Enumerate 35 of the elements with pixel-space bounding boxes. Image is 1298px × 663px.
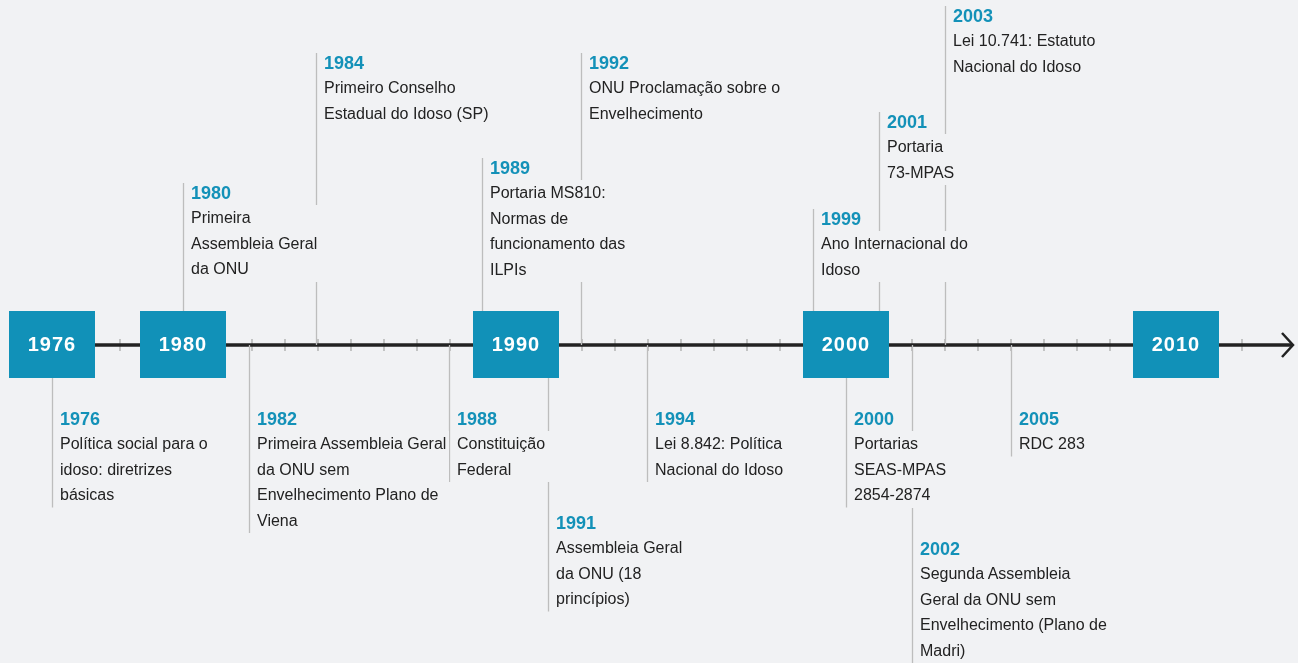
timeline-line: [226, 343, 473, 347]
event-year: 2005: [1019, 408, 1061, 431]
event-year: 1992: [589, 52, 631, 75]
event-year: 1984: [324, 52, 366, 75]
leader-line: [248, 344, 251, 534]
event-year: 2000: [854, 408, 896, 431]
event-description: Ano Internacional do Idoso: [821, 231, 968, 282]
leader-line: [845, 377, 848, 509]
year-box: 2010: [1133, 311, 1219, 378]
event-year: 1988: [457, 408, 499, 431]
timeline-line: [889, 343, 1133, 347]
event-year: 1999: [821, 208, 863, 231]
event-year: 1991: [556, 512, 598, 535]
event-year: 1989: [490, 157, 532, 180]
event-year: 1994: [655, 408, 697, 431]
timeline-arrow: [1219, 331, 1295, 359]
timeline-line: [95, 343, 140, 347]
timeline-line: [559, 343, 803, 347]
event-year: 1980: [191, 182, 233, 205]
event-year: 2001: [887, 111, 929, 134]
year-box: 1990: [473, 311, 559, 378]
leader-line: [646, 344, 649, 483]
year-box: 1980: [140, 311, 226, 378]
leader-line: [812, 208, 815, 312]
event-year: 2003: [953, 5, 995, 28]
event-year: 2002: [920, 538, 962, 561]
event-year: 1982: [257, 408, 299, 431]
event-year: 1976: [60, 408, 102, 431]
event-description: Primeira Assembleia Geral da ONU: [191, 205, 318, 282]
year-box: 2000: [803, 311, 889, 378]
leader-line: [182, 182, 185, 312]
year-box: 1976: [9, 311, 95, 378]
leader-line: [481, 157, 484, 312]
leader-line: [51, 377, 54, 509]
leader-line: [1010, 344, 1013, 458]
